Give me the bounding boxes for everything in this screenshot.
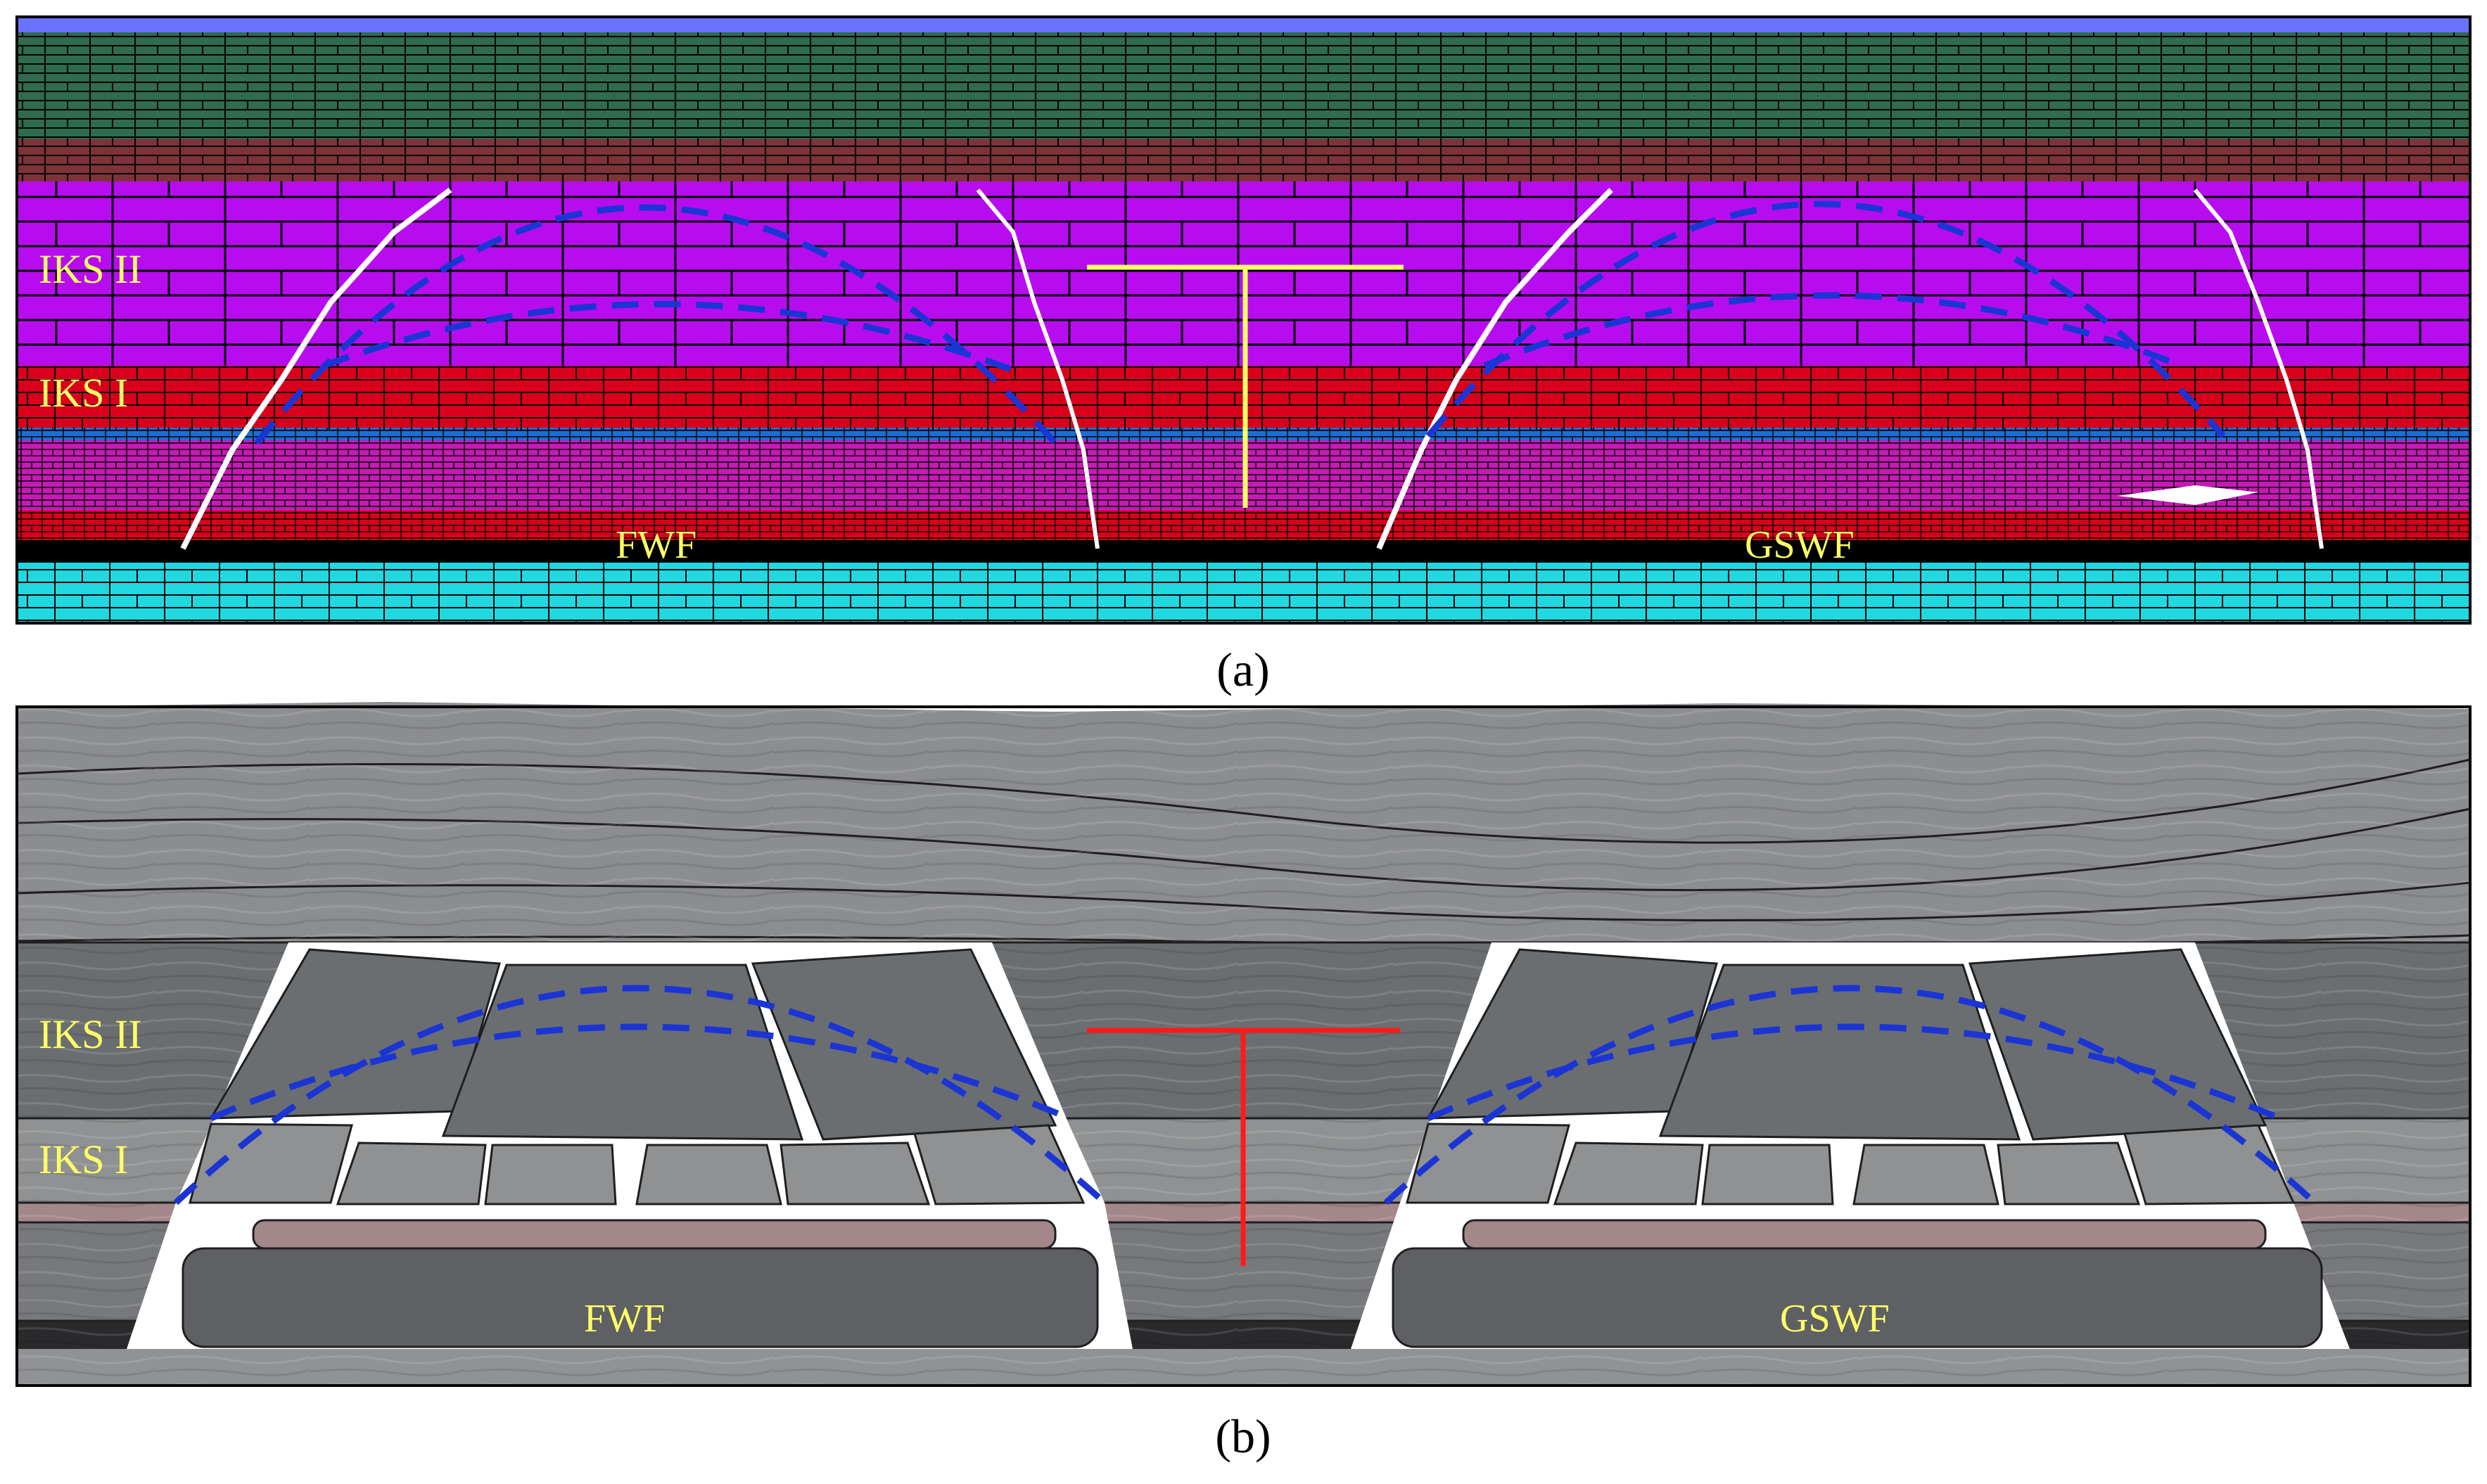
panel-b-label-iks2: IKS II [39,1011,142,1057]
panel-a-tag: (a) [1216,643,1269,696]
panel-b-tag: (b) [1215,1409,1271,1463]
panel-a-label-gswf: GSWF [1745,523,1855,567]
coal-seam [17,540,2470,563]
panel-a-numerical-model: IKS II IKS I FWF GSWF [15,15,2472,625]
panel-b-label-fwf: FWF [584,1297,665,1341]
panel-b-label-gswf: GSWF [1780,1297,1890,1341]
panel-a-label-iks1: IKS I [39,370,128,416]
panel-b-conceptual-model: IKS II IKS I FWF GSWF [15,702,2472,1387]
panel-a-label-fwf: FWF [616,523,697,567]
panel-a-label-iks2: IKS II [39,246,142,292]
top-strip [17,17,2470,32]
panel-b-label-iks1: IKS I [39,1137,128,1182]
